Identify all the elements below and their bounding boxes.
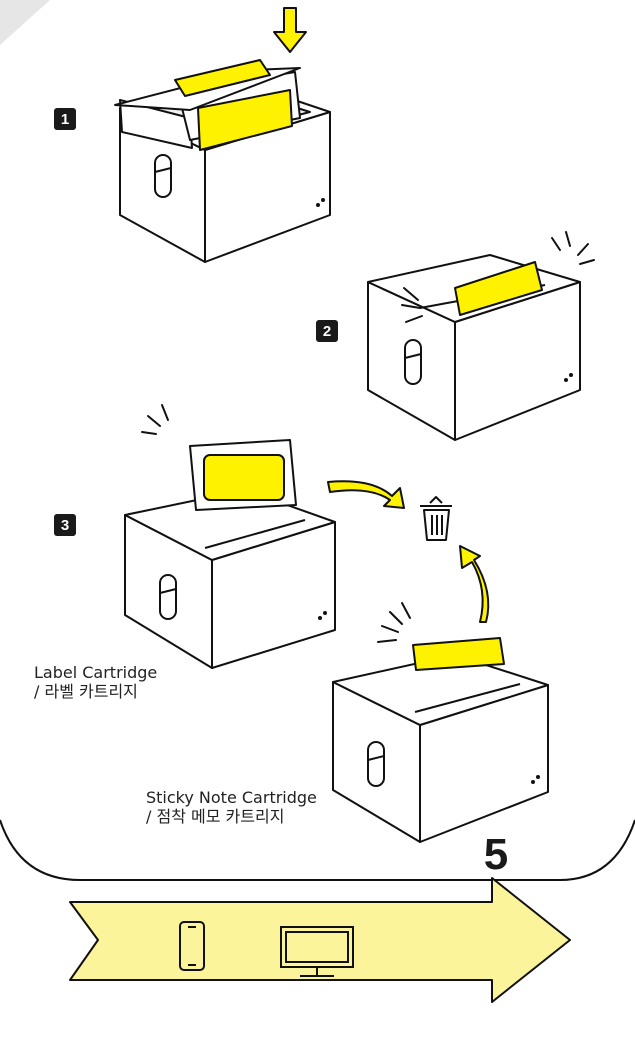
discard-arrow-1 <box>327 480 405 509</box>
step-badge-3: 3 <box>54 514 76 536</box>
printer-step-1 <box>114 59 331 263</box>
insert-arrow <box>273 7 307 53</box>
monitor-icon <box>280 926 354 977</box>
discard-arrow-2 <box>459 545 490 623</box>
corner-fold <box>0 0 50 45</box>
next-step-number: 5 <box>483 830 509 879</box>
sticky-cartridge-name-ko: / 점착 메모 카트리지 <box>146 807 285 826</box>
motion-lines-3 <box>141 404 169 435</box>
printer-step-2 <box>367 254 581 441</box>
motion-lines-2 <box>401 231 595 323</box>
bracket-line <box>0 819 635 881</box>
sticky-cartridge-name: Sticky Note Cartridge <box>146 788 317 807</box>
label-cartridge-name: Label Cartridge <box>34 663 158 682</box>
step-badge-1: 1 <box>54 108 76 130</box>
next-step-banner <box>69 877 571 1003</box>
sticky-cartridge-caption: Sticky Note Cartridge / 점착 메모 카트리지 <box>146 788 317 826</box>
label-cartridge-name-ko: / 라벨 카트리지 <box>34 682 138 701</box>
printer-step-sticky <box>332 637 549 843</box>
trash-icon <box>420 496 452 541</box>
motion-lines-4 <box>377 602 411 643</box>
smartphone-icon <box>179 921 205 971</box>
printer-step-3 <box>124 439 336 669</box>
step-badge-2: 2 <box>316 320 338 342</box>
label-cartridge-caption: Label Cartridge / 라벨 카트리지 <box>34 663 157 701</box>
